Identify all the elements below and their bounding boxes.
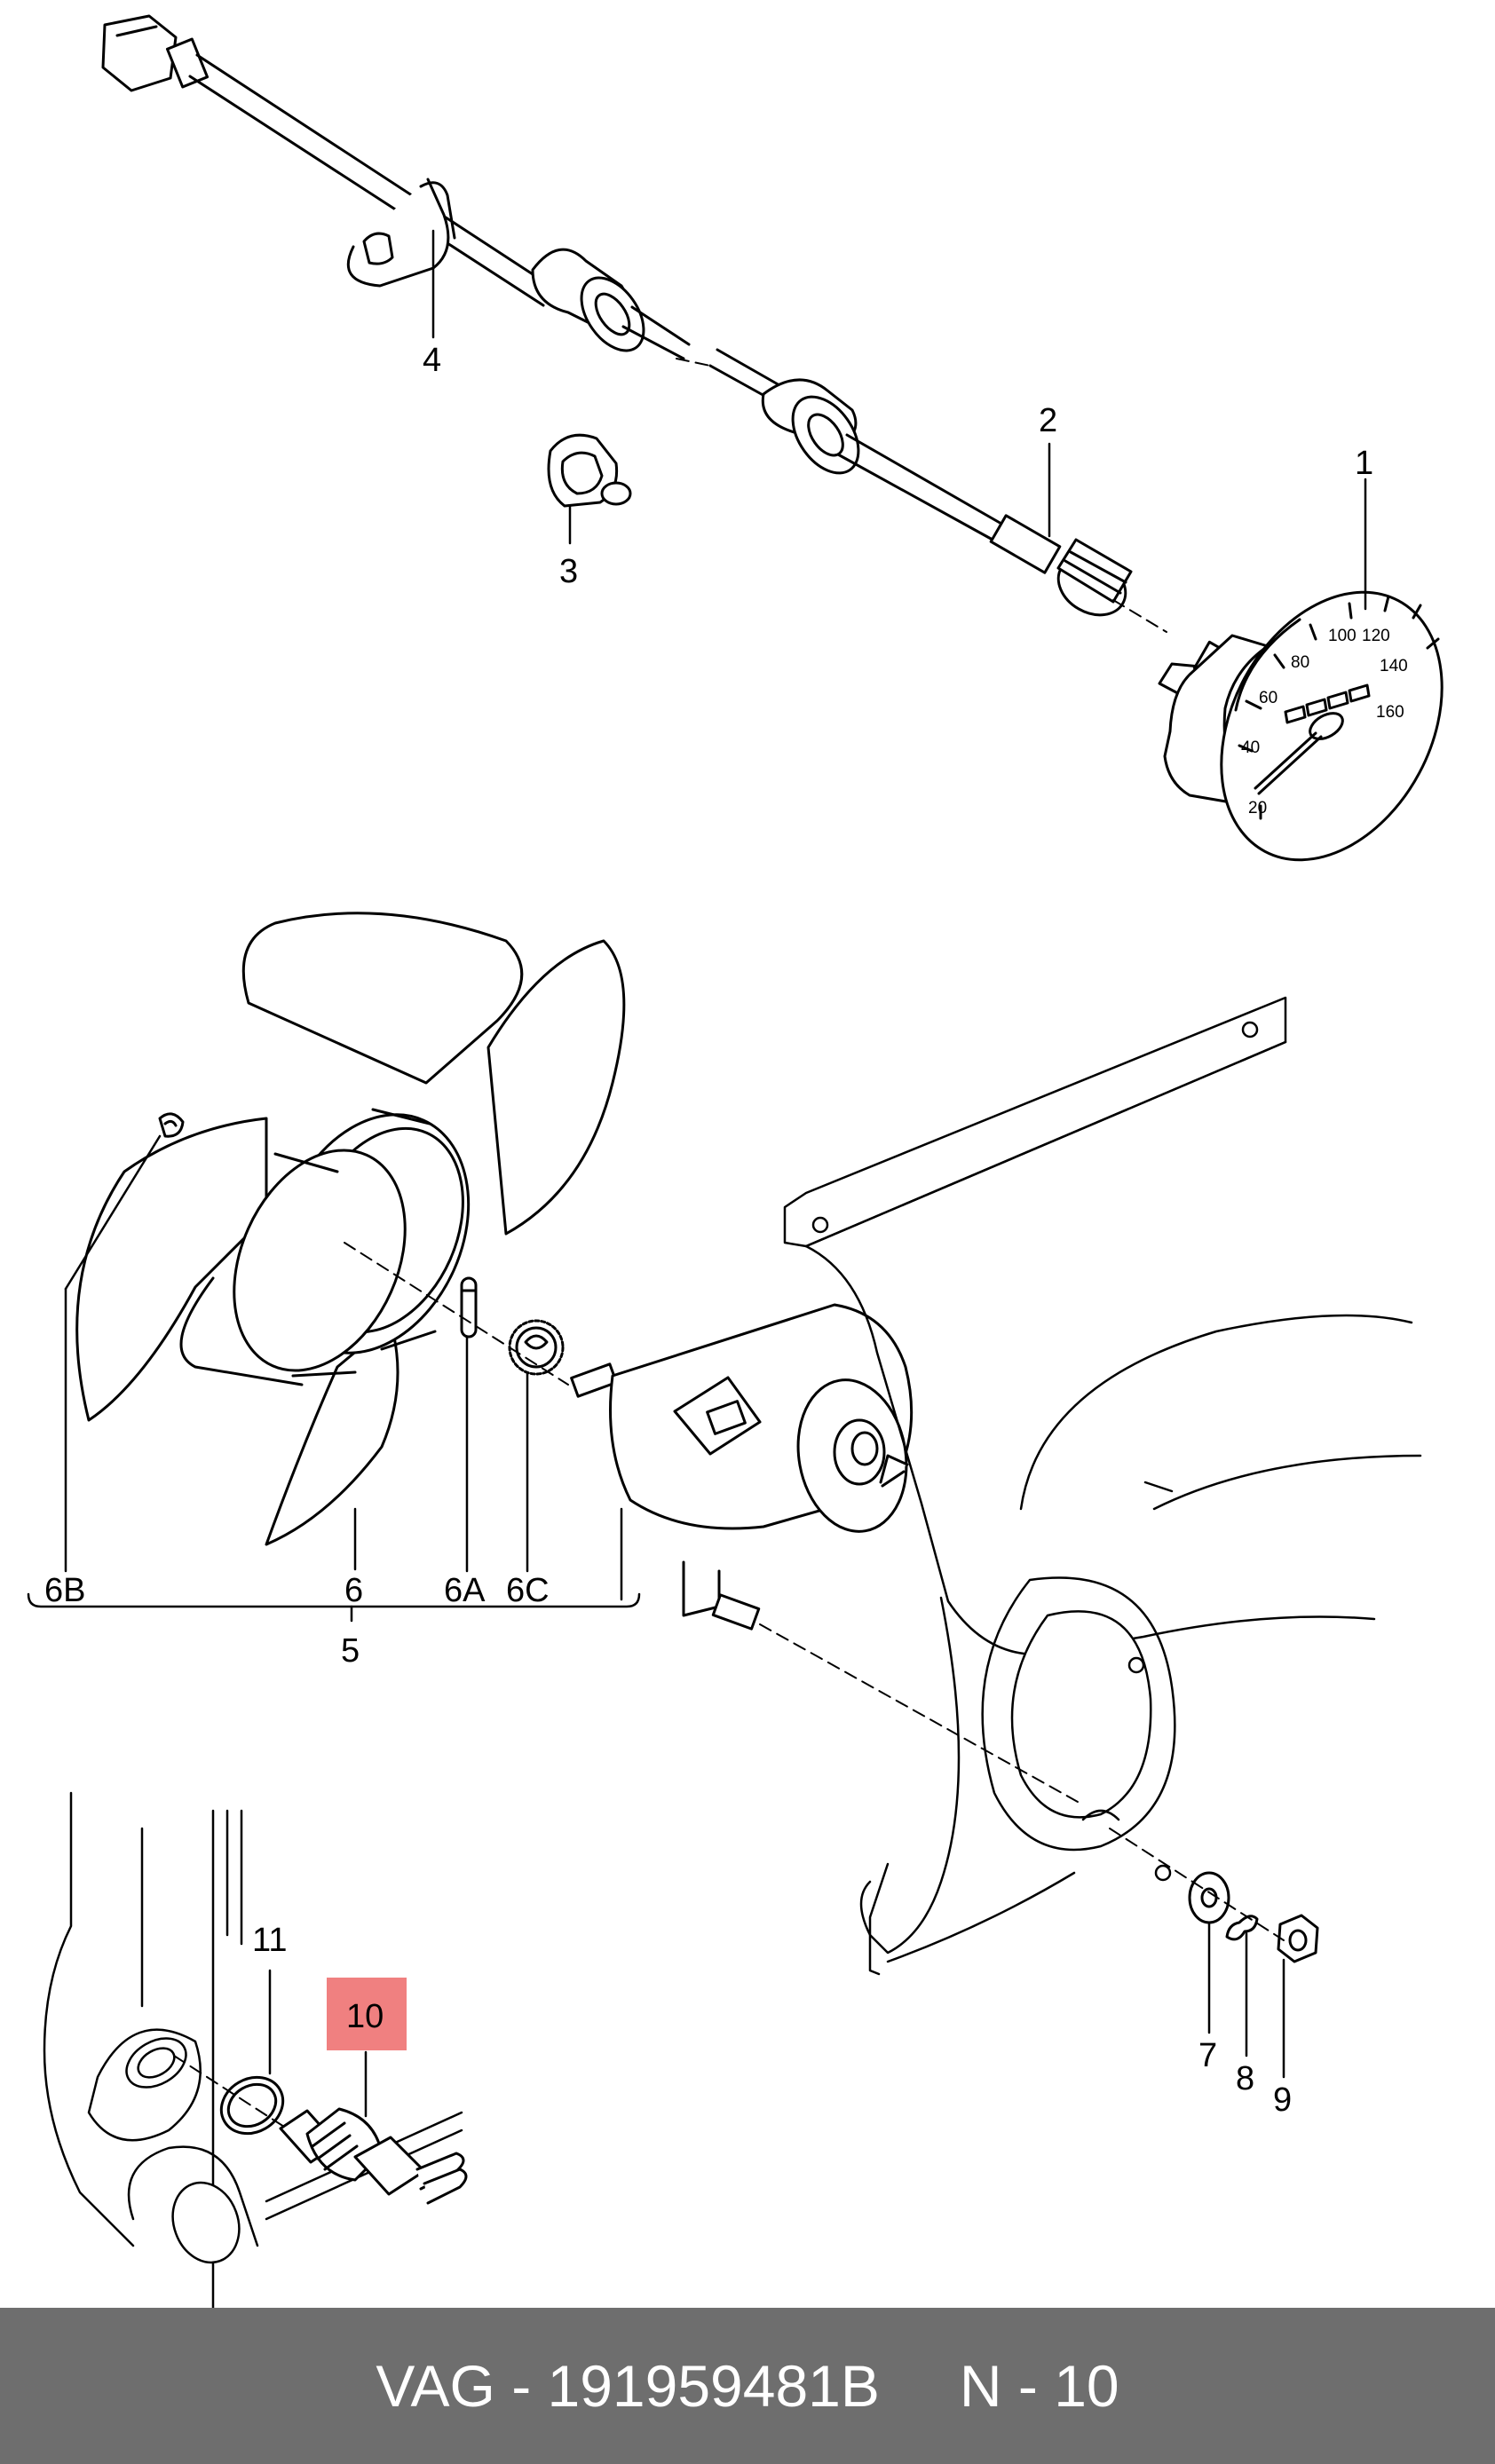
part-number: 191959481B	[547, 2353, 880, 2419]
engine-block	[43, 1791, 463, 2308]
highlight-box	[327, 1978, 407, 2050]
dial-label: 20	[1248, 799, 1267, 817]
dial-label: 120	[1362, 627, 1390, 645]
label-7[interactable]: 7	[1198, 2037, 1217, 2074]
position-code: N - 10	[959, 2353, 1119, 2419]
assembly-axis-lines	[173, 358, 1285, 2128]
label-4[interactable]: 4	[423, 342, 441, 379]
spring-washer	[1225, 1915, 1259, 1941]
brand-name: VAG	[376, 2353, 495, 2419]
clamp	[547, 433, 632, 508]
temperature-switch	[279, 2107, 468, 2205]
cable-clip	[346, 178, 456, 288]
label-10[interactable]: 10	[346, 1998, 384, 2035]
dial-label: 40	[1241, 738, 1260, 757]
label-11[interactable]: 11	[252, 1922, 287, 1959]
dial-label: 160	[1376, 703, 1404, 722]
speedometer	[1158, 590, 1444, 862]
dial-label: 60	[1259, 689, 1277, 707]
label-2[interactable]: 2	[1039, 402, 1057, 439]
hex-nut	[1277, 1914, 1319, 1963]
label-3[interactable]: 3	[559, 553, 578, 590]
footer-separator-dash: -	[511, 2353, 532, 2419]
label-6a[interactable]: 6A	[444, 1572, 486, 1609]
label-9[interactable]: 9	[1273, 2081, 1292, 2119]
label-1[interactable]: 1	[1355, 445, 1373, 482]
dial-label: 80	[1291, 653, 1309, 672]
footer-separator	[531, 2352, 547, 2420]
dial-label: 140	[1380, 657, 1408, 675]
dial-label: 100	[1328, 627, 1357, 645]
part-footer: VAG - 191959481B N - 10	[0, 2308, 1495, 2464]
fan	[75, 912, 626, 1546]
star-washer	[508, 1319, 565, 1376]
footer-separator	[495, 2352, 511, 2420]
speedometer-scale: 20 40 60 80 100 120 140 160	[1241, 627, 1408, 817]
parts-diagram: 20 40 60 80 100 120 140 160 1 2 3 4 6B 6…	[27, 14, 1444, 2308]
label-6c[interactable]: 6C	[506, 1572, 550, 1609]
body-panel	[783, 996, 1422, 1976]
fan-motor	[570, 1303, 914, 1631]
washer	[1188, 1871, 1230, 1924]
label-6[interactable]: 6	[344, 1572, 363, 1609]
label-8[interactable]: 8	[1236, 2060, 1254, 2097]
pin	[460, 1276, 478, 1339]
label-5[interactable]: 5	[341, 1632, 360, 1670]
label-6b[interactable]: 6B	[44, 1572, 85, 1609]
leader-lines	[27, 229, 1367, 2118]
o-ring	[219, 2075, 285, 2136]
speedometer-cable	[101, 14, 1133, 617]
part-labels: 1 2 3 4 6B 6 6A 6C 5 7 8 9 11 10	[44, 342, 1373, 2119]
